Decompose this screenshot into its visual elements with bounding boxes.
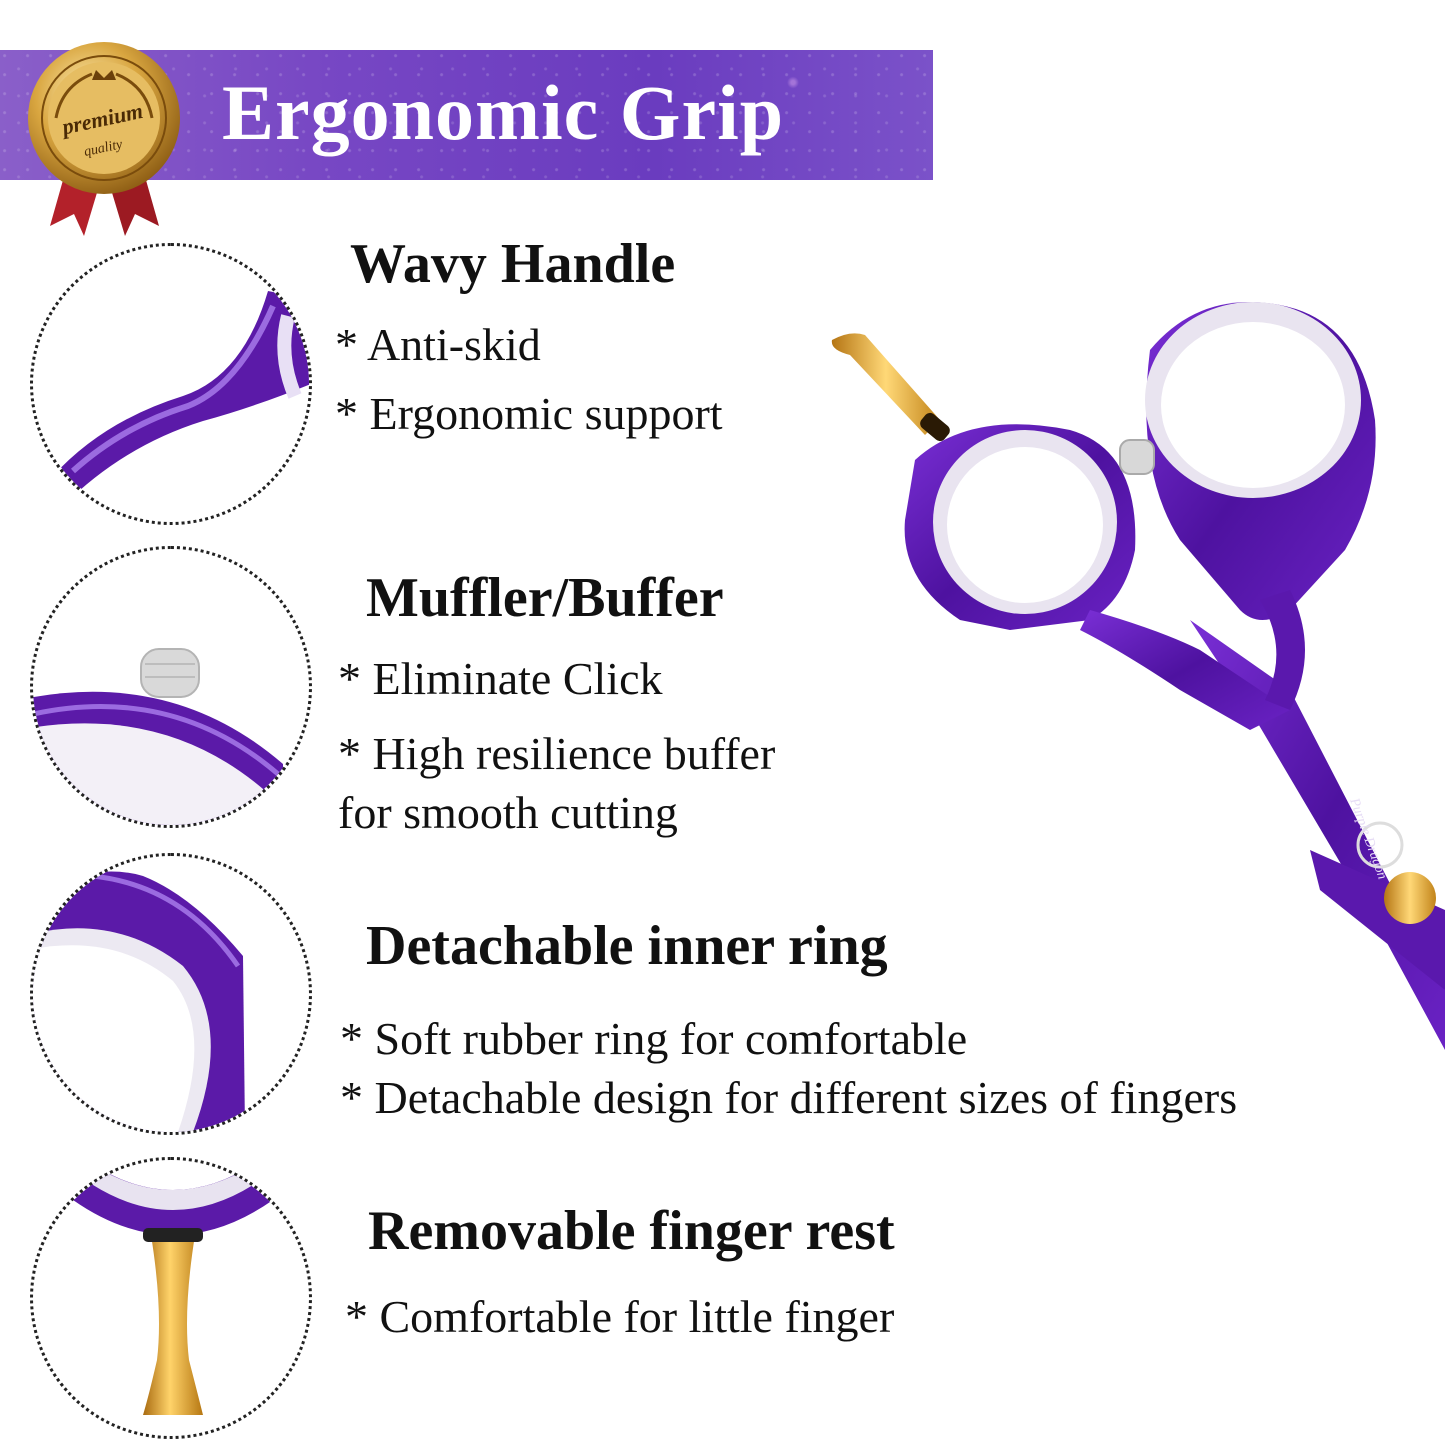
wavy-handle-detail-icon (30, 243, 312, 525)
feature-line: * Detachable design for different sizes … (340, 1072, 1238, 1123)
feature-line: * Eliminate Click (338, 653, 663, 704)
finger-rest-detail-icon (30, 1157, 312, 1439)
feature-line: for smooth cutting (338, 787, 678, 838)
feature-heading-inner-ring: Detachable inner ring (366, 915, 888, 977)
feature-line: * High resilience buffer (338, 728, 776, 779)
inner-ring-detail-icon (30, 853, 312, 1135)
feature-heading-wavy-handle: Wavy Handle (350, 233, 676, 295)
feature-heading-muffler-buffer: Muffler/Buffer (366, 567, 724, 629)
buffer-detail-icon (30, 546, 312, 828)
scissors-image-icon: Purple Dragon (831, 302, 1445, 1050)
feature-line: * Comfortable for little finger (345, 1291, 895, 1342)
premium-quality-seal-icon: premium quality (28, 42, 180, 236)
feature-line: * Soft rubber ring for comfortable (340, 1013, 968, 1064)
feature-line: * Anti-skid (335, 319, 541, 370)
page-title: Ergonomic Grip (222, 69, 785, 156)
feature-heading-finger-rest: Removable finger rest (368, 1200, 895, 1262)
feature-line: * Ergonomic support (335, 388, 723, 439)
